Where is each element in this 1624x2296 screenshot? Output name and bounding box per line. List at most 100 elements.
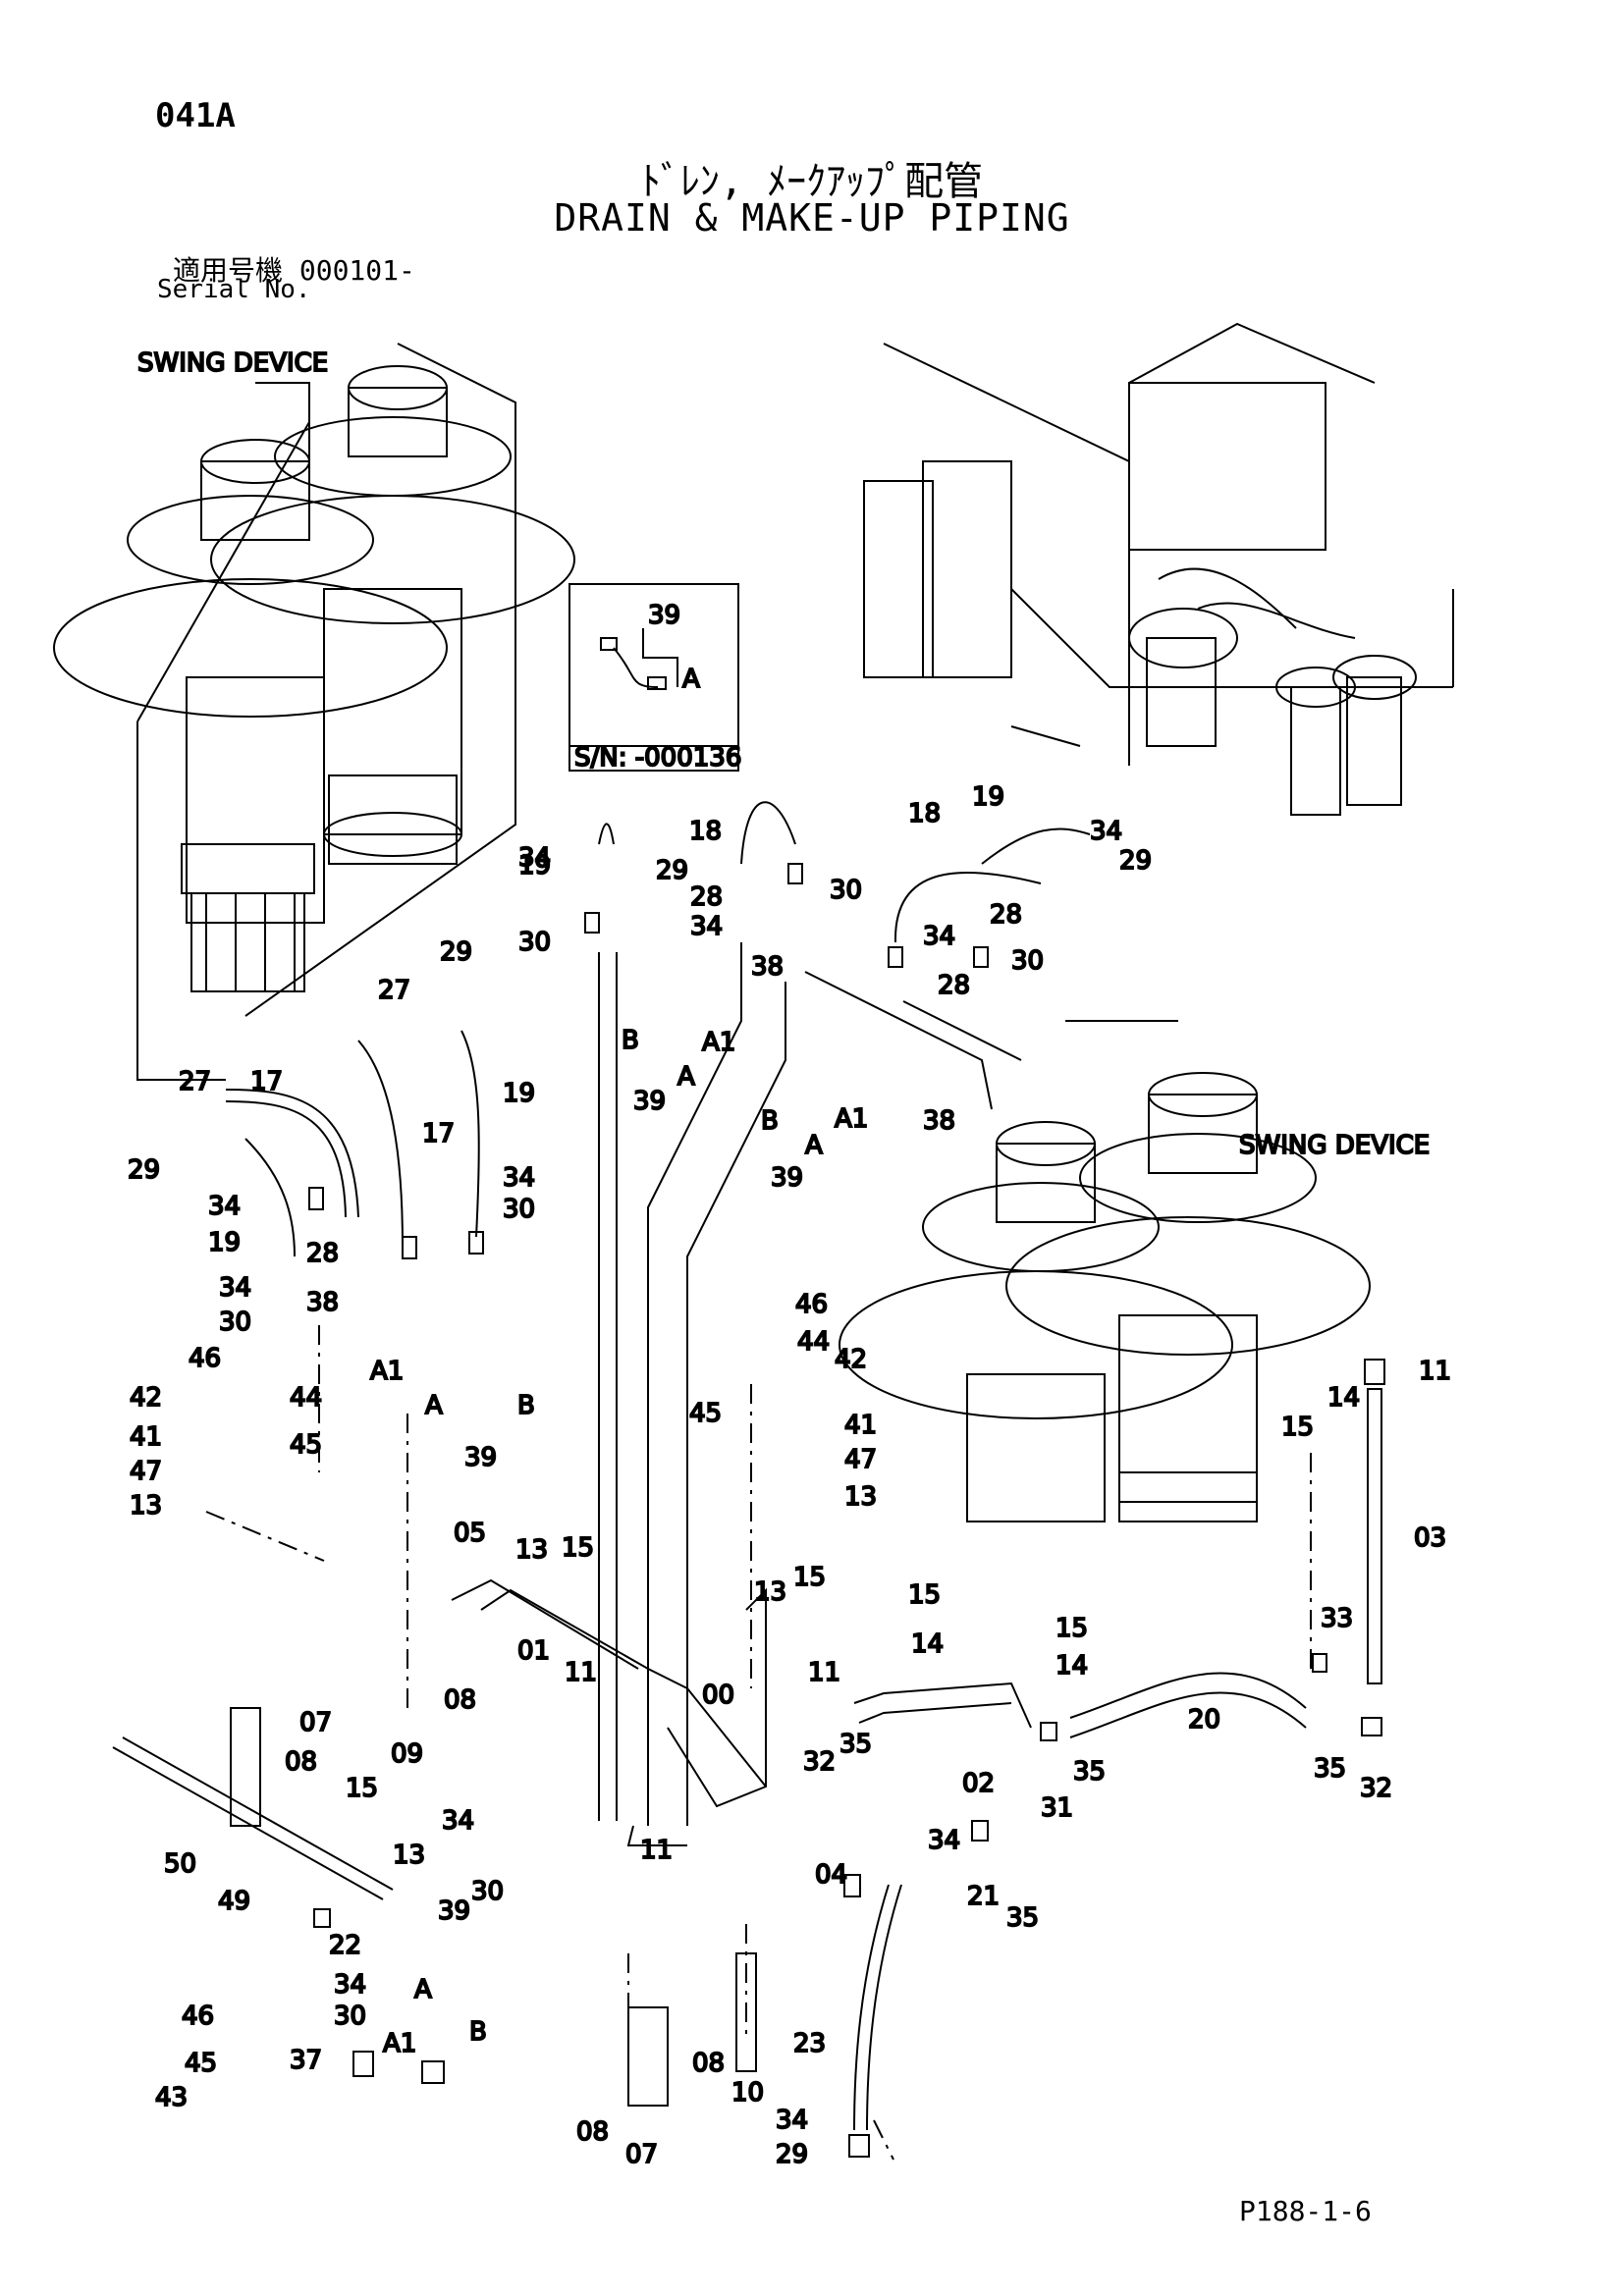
part-label: A <box>805 1131 823 1160</box>
part-label: 19 <box>208 1228 241 1257</box>
part-label: 50 <box>164 1849 196 1879</box>
part-label: 34 <box>776 2106 808 2135</box>
part-label: 47 <box>844 1445 877 1474</box>
part-label: B <box>517 1391 535 1420</box>
part-label: 28 <box>990 900 1022 930</box>
part-label: 11 <box>565 1658 597 1687</box>
part-label: 14 <box>911 1629 944 1659</box>
part-label: 34 <box>928 1826 960 1855</box>
part-label: 30 <box>471 1877 504 1906</box>
part-label: 19 <box>503 1079 535 1108</box>
swing-device-right-label: SWING DEVICE <box>1239 1131 1430 1160</box>
machine-overview <box>863 322 1454 816</box>
part-label: 38 <box>306 1288 339 1317</box>
part-label: 29 <box>440 937 472 967</box>
serial-inset-box: 39 A <box>568 583 739 772</box>
part-label: 03 <box>1414 1523 1446 1553</box>
part-label: 29 <box>1119 846 1152 876</box>
part-label: A1 <box>702 1028 735 1057</box>
part-label: 47 <box>130 1457 162 1486</box>
part-label: A1 <box>370 1357 404 1386</box>
part-label: 35 <box>839 1730 872 1759</box>
swing-device-left-label: SWING DEVICE <box>137 348 328 378</box>
part-label: 08 <box>692 2049 725 2078</box>
part-label: 08 <box>444 1685 476 1715</box>
part-label: A1 <box>835 1104 868 1134</box>
part-label: 35 <box>1006 1903 1039 1933</box>
swing-device-right <box>839 1020 1371 1522</box>
part-label: 08 <box>576 2117 609 2147</box>
part-label: A <box>677 1062 695 1092</box>
part-label: 34 <box>503 1163 535 1193</box>
part-label: 17 <box>250 1067 283 1096</box>
part-label: 46 <box>795 1290 828 1319</box>
part-label: 01 <box>517 1636 550 1666</box>
part-label: 41 <box>844 1411 877 1440</box>
title-japanese: ﾄﾞﾚﾝ, ﾒｰｸｱｯﾌﾟ配管 <box>640 159 984 204</box>
part-label: 39 <box>438 1896 470 1926</box>
part-label: 32 <box>803 1747 836 1777</box>
part-label: 45 <box>185 2049 217 2078</box>
footer-code: P188-1-6 <box>1239 2195 1372 2227</box>
part-label: 05 <box>454 1519 486 1548</box>
part-label: 45 <box>290 1430 322 1460</box>
part-label: 13 <box>844 1482 877 1512</box>
part-label: 29 <box>776 2140 808 2169</box>
part-label: 30 <box>219 1308 251 1337</box>
part-label: 34 <box>219 1273 251 1303</box>
part-label: 34 <box>690 912 723 941</box>
part-label: 42 <box>130 1383 162 1413</box>
part-label: A1 <box>383 2029 416 2058</box>
part-label: 34 <box>518 843 551 873</box>
part-label: 20 <box>1188 1705 1220 1735</box>
part-label: 15 <box>908 1580 941 1610</box>
part-label: 04 <box>815 1860 847 1890</box>
part-label: 11 <box>640 1836 673 1865</box>
inset-label-a: A <box>682 665 700 694</box>
part-label: 44 <box>290 1383 322 1413</box>
part-label: 19 <box>518 851 551 881</box>
serial-english: Serial No. <box>157 275 311 304</box>
part-label: 33 <box>1321 1604 1353 1633</box>
part-label: 18 <box>689 817 722 846</box>
part-label: 38 <box>923 1106 955 1136</box>
part-label: 43 <box>155 2083 188 2112</box>
part-label: 37 <box>290 2046 322 2075</box>
part-label: A <box>425 1391 443 1420</box>
part-label: 42 <box>835 1345 867 1374</box>
part-label: 15 <box>793 1563 826 1592</box>
part-label: 28 <box>938 971 970 1000</box>
part-label: 34 <box>923 922 955 951</box>
part-label: 34 <box>1090 817 1122 846</box>
part-label: 19 <box>972 782 1004 812</box>
part-label: 00 <box>702 1681 734 1710</box>
part-label: 10 <box>731 2078 764 2108</box>
part-label: 45 <box>689 1399 722 1428</box>
part-label: 30 <box>830 876 862 905</box>
part-label: 44 <box>797 1327 830 1357</box>
part-label: 27 <box>179 1067 211 1096</box>
part-label: 39 <box>633 1087 666 1116</box>
part-label: 28 <box>690 882 723 912</box>
part-labels: 34 29 19 30 18 28 34 30 18 19 34 29 28 3… <box>127 781 1452 2170</box>
page-code: 041A <box>155 96 236 135</box>
part-label: 15 <box>346 1774 378 1803</box>
part-label: 30 <box>1011 946 1044 976</box>
part-label: 15 <box>562 1533 594 1563</box>
part-label: 15 <box>1056 1614 1088 1643</box>
part-label: A <box>414 1975 432 2004</box>
part-label: 49 <box>218 1887 250 1916</box>
part-label: 34 <box>208 1192 241 1221</box>
part-label: 35 <box>1314 1754 1346 1784</box>
part-label: 22 <box>329 1931 361 1960</box>
part-label: 07 <box>299 1708 332 1737</box>
part-label: 14 <box>1327 1383 1360 1413</box>
serial-japanese: 適用号機 000101- <box>173 254 415 287</box>
part-label: 31 <box>1041 1793 1073 1823</box>
part-label: 46 <box>189 1344 221 1373</box>
part-label: 41 <box>130 1422 162 1452</box>
part-label: B <box>469 2017 487 2047</box>
part-label: 29 <box>128 1155 160 1185</box>
part-label: 18 <box>908 799 941 828</box>
